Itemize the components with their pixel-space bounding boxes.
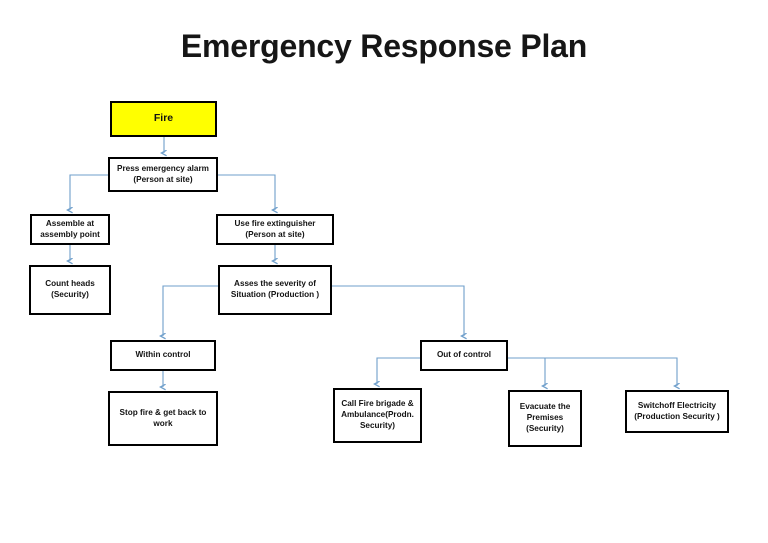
page-title: Emergency Response Plan [180, 28, 588, 64]
node-fire[interactable]: Fire [110, 101, 217, 137]
node-out-of-control[interactable]: Out of control [420, 340, 508, 371]
edge-press-alarm-to-assemble [70, 174, 108, 210]
edge-press-alarm-to-use-extinguisher [218, 174, 275, 210]
edge-out-of-control-to-evacuate [508, 357, 545, 386]
node-within-control[interactable]: Within control [110, 340, 216, 371]
node-use-fire-extinguisher[interactable]: Use fire extinguisher (Person at site) [216, 214, 334, 245]
node-assemble-at-assembly-point[interactable]: Assemble at assembly point [30, 214, 110, 245]
edge-asses-to-within-control [163, 285, 218, 336]
edge-out-of-control-to-switchoff [545, 357, 677, 386]
node-count-heads[interactable]: Count heads (Security) [29, 265, 111, 315]
edge-asses-to-out-of-control [332, 285, 464, 336]
node-press-emergency-alarm[interactable]: Press emergency alarm (Person at site) [108, 157, 218, 192]
node-call-fire-brigade-ambulance[interactable]: Call Fire brigade & Ambulance(Prodn.Secu… [333, 388, 422, 443]
node-evacuate-the-premises[interactable]: Evacuate the Premises (Security) [508, 390, 582, 447]
node-switchoff-electricity[interactable]: Switchoff Electricity (Production Securi… [625, 390, 729, 433]
edge-out-of-control-to-call-fire-brigade [377, 357, 420, 384]
node-asses-the-severity[interactable]: Asses the severity of Situation (Product… [218, 265, 332, 315]
node-stop-fire-get-back-to-work[interactable]: Stop fire & get back to work [108, 391, 218, 446]
